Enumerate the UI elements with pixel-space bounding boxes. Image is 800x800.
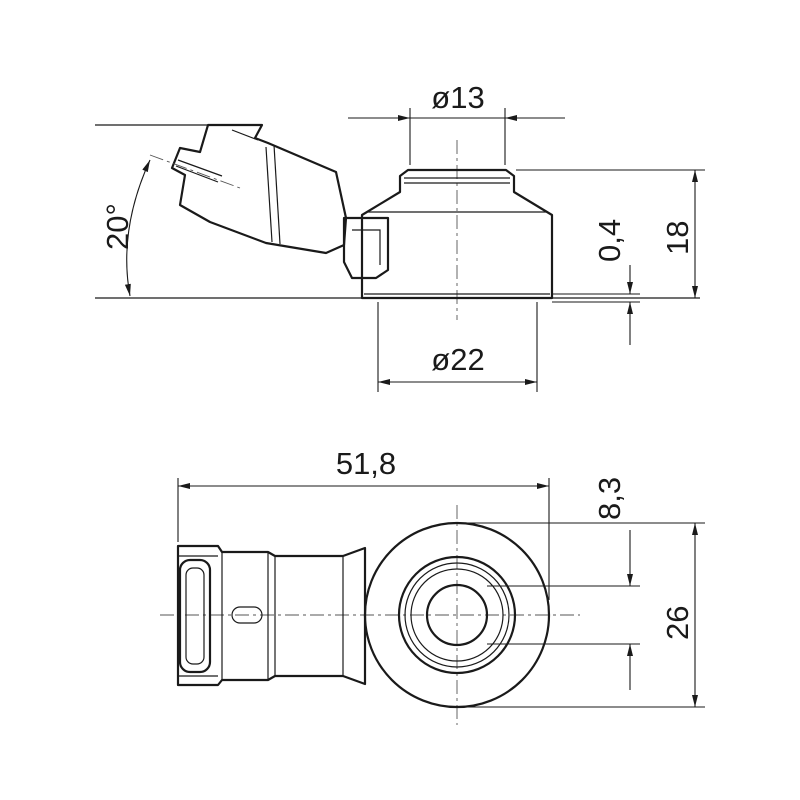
side-view: 20° ø13 ø22 18 0,4 bbox=[95, 80, 705, 392]
connector-latch-line bbox=[231, 129, 259, 141]
gap-label: 0,4 bbox=[592, 219, 627, 262]
offset-label: 8,3 bbox=[592, 477, 627, 520]
sensor-ring-inner-2 bbox=[404, 562, 510, 668]
connector-pin-line-2 bbox=[175, 165, 219, 183]
sensor-body-outline bbox=[360, 168, 554, 300]
connector-rib-line bbox=[265, 146, 273, 243]
top-view: 51,8 26 8,3 bbox=[160, 446, 705, 725]
connector-rib-line-2 bbox=[273, 144, 281, 245]
sensor-ring-inner-1 bbox=[397, 555, 517, 675]
angle-dimension-arc bbox=[124, 159, 151, 297]
top-connector-outline bbox=[176, 544, 367, 687]
neck-inner-line bbox=[352, 229, 381, 265]
sensor-bore bbox=[425, 583, 489, 647]
connector-neck-outline bbox=[342, 216, 390, 280]
base-diameter-label: ø22 bbox=[431, 342, 484, 377]
length-label: 51,8 bbox=[336, 446, 396, 481]
connector-pin-line bbox=[177, 159, 223, 177]
connector-plug-face-inner bbox=[185, 567, 205, 665]
top-diameter-label: ø13 bbox=[431, 80, 484, 115]
width-label: 26 bbox=[660, 606, 695, 640]
connector-pin-slot bbox=[231, 606, 263, 624]
height-label: 18 bbox=[660, 221, 695, 255]
connector-plug-face bbox=[178, 558, 212, 674]
connector-housing-outline bbox=[170, 123, 348, 255]
connector-axis-line bbox=[149, 154, 241, 189]
angle-label: 20° bbox=[100, 203, 135, 250]
sensor-ring-inner-3 bbox=[410, 568, 504, 662]
